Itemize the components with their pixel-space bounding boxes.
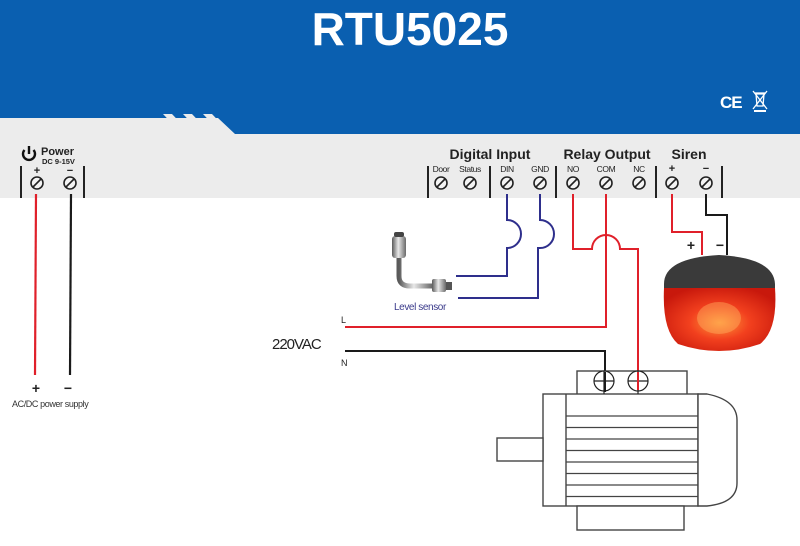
power-label: Power [41,146,75,158]
screw-terminal-siren-plus [665,176,679,190]
header-band [0,0,800,134]
wire-relay-com-line [345,194,607,328]
screw-terminal-power-plus [30,176,44,190]
screw-terminal-din [500,176,514,190]
screw-terminals [30,176,713,190]
terminal-label-status: Status [459,164,481,174]
screw-terminal-com [599,176,613,190]
wire-neutral [345,350,606,380]
wire-gnd [458,194,555,299]
wire-power-minus [68,193,73,376]
screw-terminal-no [566,176,580,190]
siren-icon [663,255,776,351]
terminal-label-din: DIN [500,164,514,174]
digital-input-label: Digital Input [450,146,531,162]
power-rating: DC 9-15V [42,157,75,166]
siren-plus-label: + [687,237,695,253]
terminal-label-siren-plus: + [669,163,675,175]
mains-voltage-label: 220VAC [272,336,322,353]
supply-label: AC/DC power supply [12,399,89,409]
device-title: RTU5025 [312,3,509,55]
screw-terminal-door [434,176,448,190]
terminal-label-nc: NC [633,164,645,174]
header-step [150,112,800,134]
screw-terminal-nc [632,176,646,190]
supply-plus-label: + [32,380,40,396]
terminal-label-siren-minus: − [703,163,709,175]
screw-terminal-gnd [533,176,547,190]
ce-mark-icon: CE [720,93,743,112]
motor-fins [566,415,698,498]
screw-terminal-siren-minus [699,176,713,190]
terminal-dividers [20,166,723,198]
terminal-label-door: Door [433,164,450,174]
terminal-label-gnd: GND [531,164,549,174]
supply-minus-label: − [64,380,72,396]
terminal-label-no: NO [567,164,580,174]
wire-siren-minus [705,194,728,255]
svg-text:CE: CE [720,93,742,112]
screw-terminal-power-minus [63,176,77,190]
power-icon [21,146,37,162]
level-sensor-icon [392,232,452,292]
weee-bin-icon [752,90,768,112]
terminal-label-com: COM [597,164,616,174]
relay-output-label: Relay Output [563,146,650,162]
mains-line-label: L [341,315,346,325]
header-stripes [163,114,230,133]
terminal-label-power-plus: + [34,165,40,177]
wire-siren-plus [671,194,703,255]
siren-label: Siren [671,146,706,162]
mains-neutral-label: N [341,358,348,368]
siren-minus-label: − [716,237,724,253]
wire-din [456,194,522,277]
level-sensor-label: Level sensor [394,302,447,313]
wire-power-plus [33,193,38,376]
terminal-label-power-minus: − [67,165,73,177]
screw-terminal-status [463,176,477,190]
